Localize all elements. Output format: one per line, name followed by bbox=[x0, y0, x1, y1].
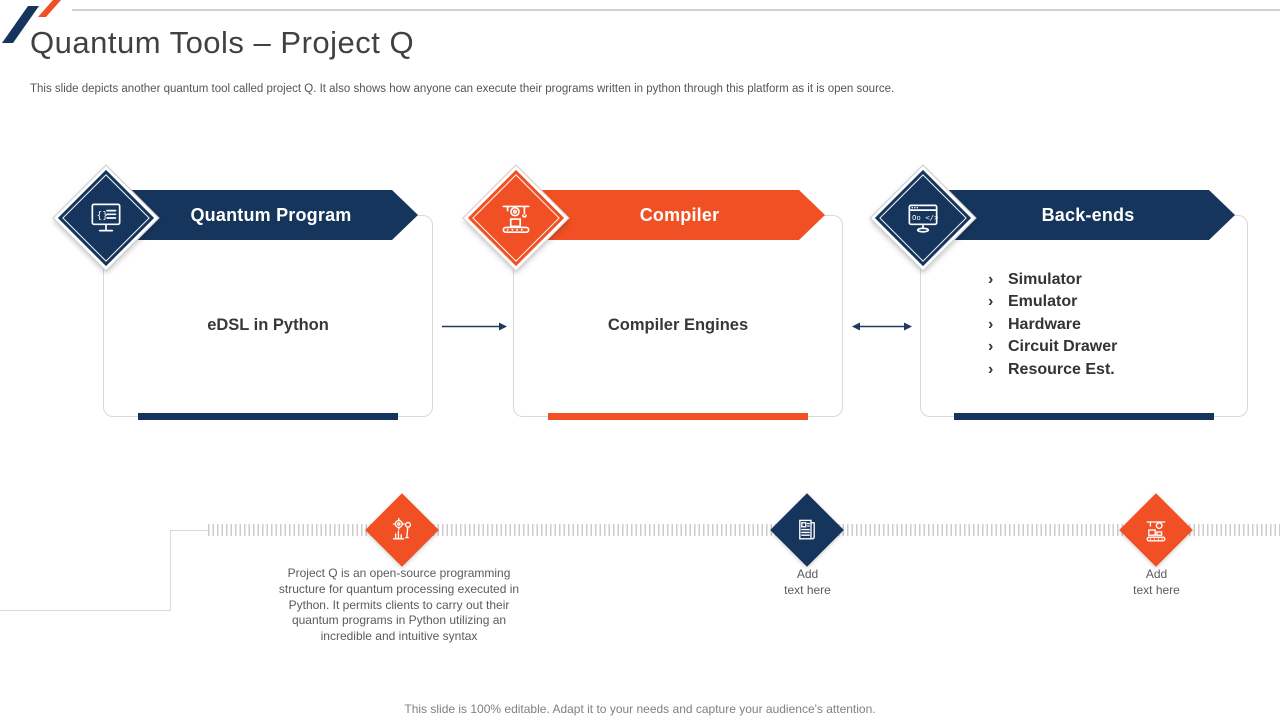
quantum-program-banner-label: Quantum Program bbox=[190, 204, 352, 225]
milestone-3-diamond bbox=[1119, 493, 1193, 567]
chevron-bullet-icon: › bbox=[988, 360, 994, 378]
sync-arrow-both-icon bbox=[852, 322, 912, 331]
logo-slashes-icon bbox=[2, 0, 61, 43]
timeline-hatched-line bbox=[208, 524, 1280, 536]
dev-monitor-icon: Oo </> bbox=[889, 184, 957, 252]
compiler-banner-label: Compiler bbox=[639, 204, 720, 225]
backends-banner-label: Back-ends bbox=[1041, 204, 1135, 225]
compiler-card: Compiler Engines bbox=[513, 215, 843, 420]
gear-wrench-chart-icon bbox=[376, 504, 428, 556]
list-item-label: Resource Est. bbox=[1008, 360, 1115, 378]
backends-card bbox=[920, 215, 1248, 420]
chevron-bullet-icon: › bbox=[988, 338, 994, 356]
chevron-bullet-icon: › bbox=[988, 315, 994, 333]
quantum-program-diamond: {} bbox=[53, 165, 159, 271]
code-monitor-icon: {} bbox=[72, 184, 140, 252]
milestone-3-placeholder[interactable]: Add text here bbox=[1133, 567, 1180, 597]
timeline-left-bottom-line bbox=[0, 610, 170, 611]
header-divider bbox=[72, 9, 1280, 11]
assembly-machine-icon bbox=[482, 184, 550, 252]
milestone-2-placeholder[interactable]: Add text here bbox=[784, 567, 831, 597]
report-document-icon bbox=[781, 504, 833, 556]
list-item-label: Hardware bbox=[1008, 315, 1081, 333]
compiler-accent-bar bbox=[548, 413, 808, 420]
timeline-left-vertical-line bbox=[170, 531, 171, 611]
svg-text:Oo </>: Oo </> bbox=[912, 213, 939, 222]
milestone-1-diamond bbox=[365, 493, 439, 567]
compiler-diamond bbox=[463, 165, 569, 271]
list-item: › Simulator bbox=[988, 271, 1117, 293]
svg-text:{}: {} bbox=[97, 211, 108, 222]
list-item: › Emulator bbox=[988, 293, 1117, 315]
footer-note: This slide is 100% editable. Adapt it to… bbox=[404, 702, 876, 716]
compiler-body: Compiler Engines bbox=[607, 316, 749, 334]
page-subtitle: This slide depicts another quantum tool … bbox=[30, 83, 895, 95]
list-item-label: Emulator bbox=[1008, 293, 1078, 311]
backends-accent-bar bbox=[954, 413, 1214, 420]
page-title: Quantum Tools – Project Q bbox=[30, 25, 415, 60]
list-item-label: Circuit Drawer bbox=[1008, 338, 1118, 356]
milestone-2-diamond bbox=[770, 493, 844, 567]
backends-diamond: Oo </> bbox=[870, 165, 976, 271]
chevron-bullet-icon: › bbox=[988, 271, 994, 288]
milestone-1-text: Project Q is an open-source programming … bbox=[278, 566, 520, 644]
backends-list: › Simulator › Emulator › Hardware › Circ… bbox=[988, 271, 1117, 383]
flow-arrow-right-icon bbox=[442, 322, 507, 331]
quantum-program-card: eDSL in Python bbox=[103, 215, 433, 420]
list-item: › Circuit Drawer bbox=[988, 338, 1117, 360]
production-machine-icon bbox=[1130, 504, 1182, 556]
list-item: › Hardware bbox=[988, 316, 1117, 338]
list-item-label: Simulator bbox=[1008, 271, 1082, 288]
timeline-left-connector-line bbox=[170, 530, 210, 531]
chevron-bullet-icon: › bbox=[988, 293, 994, 311]
quantum-program-accent-bar bbox=[138, 413, 398, 420]
quantum-program-body: eDSL in Python bbox=[207, 316, 329, 334]
list-item: › Resource Est. bbox=[988, 361, 1117, 383]
